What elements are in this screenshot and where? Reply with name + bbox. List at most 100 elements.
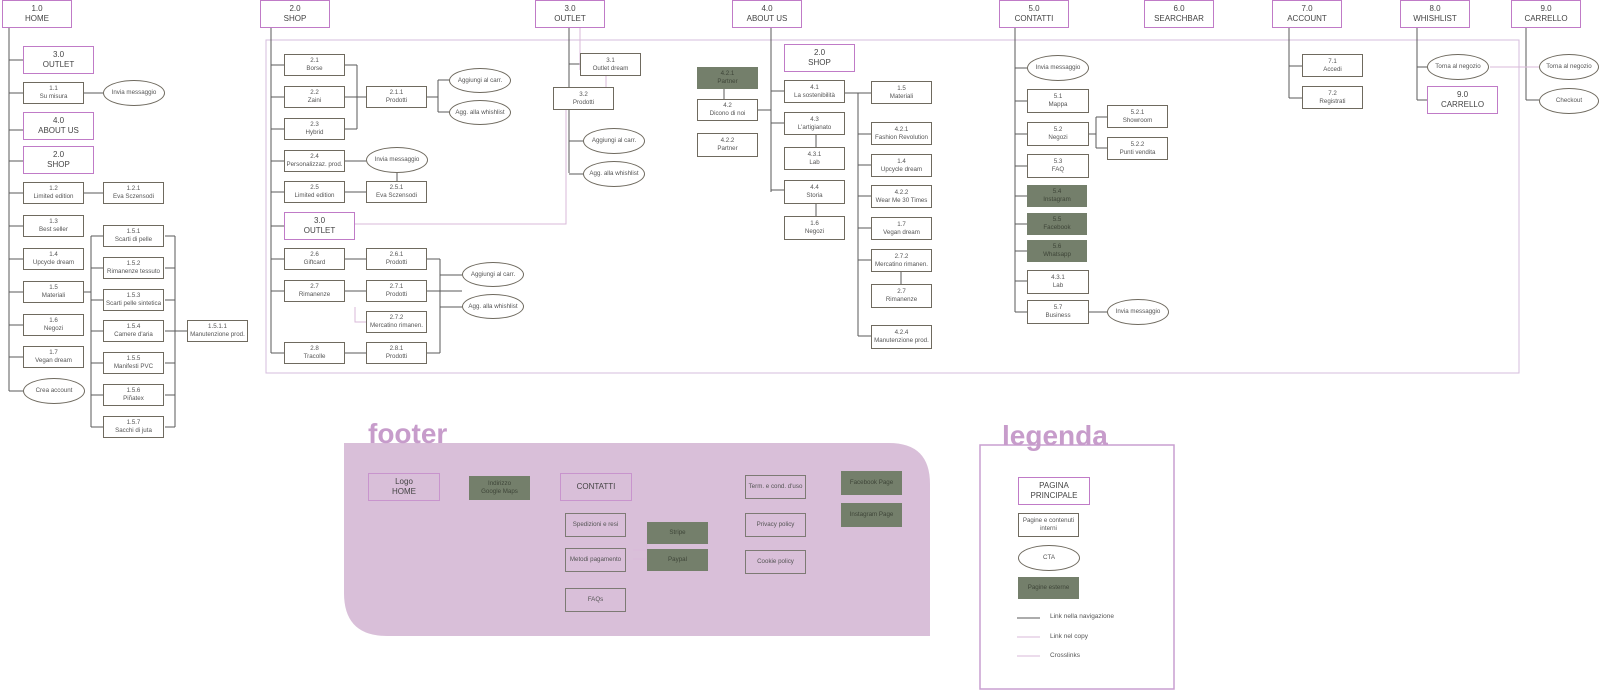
shop-aggiungi-carrello-cta[interactable]: Aggiungi al carr.: [449, 68, 511, 93]
outlet-aggiungi-whishlist-cta[interactable]: Agg. alla whishlist: [583, 161, 645, 187]
footer-paypal[interactable]: Paypal: [647, 549, 708, 571]
footer-cookie[interactable]: Cookie policy: [745, 550, 806, 574]
footer-instagram-page[interactable]: Instagram Page: [841, 503, 902, 527]
whishlist-torna-negozio-cta[interactable]: Torna al negozio: [1427, 54, 1489, 80]
home-crea-account-cta[interactable]: Crea account: [23, 378, 85, 404]
shop-aggiungi-carrello-cta-2[interactable]: Aggiungi al carr.: [462, 262, 524, 287]
footer-stripe[interactable]: Stripe: [647, 522, 708, 544]
footer-spedizioni[interactable]: Spedizioni e resi: [565, 513, 626, 537]
footer-metodi-pagamento[interactable]: Metodi pagamento: [565, 548, 626, 572]
carrello-checkout-cta[interactable]: Checkout: [1539, 88, 1599, 114]
home-invia-messaggio-cta[interactable]: Invia messaggio: [103, 80, 165, 106]
footer-privacy[interactable]: Privacy policy: [745, 513, 806, 537]
outlet-aggiungi-carrello-cta[interactable]: Aggiungi al carr.: [583, 128, 645, 154]
footer-faqs[interactable]: FAQs: [565, 588, 626, 612]
contatti-invia-messaggio-cta-2[interactable]: Invia messaggio: [1107, 299, 1169, 325]
shop-invia-messaggio-cta[interactable]: Invia messaggio: [366, 147, 428, 173]
footer-facebook-page[interactable]: Facebook Page: [841, 471, 902, 495]
contatti-invia-messaggio-cta[interactable]: Invia messaggio: [1027, 55, 1089, 81]
carrello-torna-negozio-cta[interactable]: Torna al negozio: [1539, 54, 1599, 80]
footer-termini[interactable]: Term. e cond. d'uso: [745, 475, 806, 499]
shop-aggiungi-whishlist-cta[interactable]: Agg. alla whishlist: [449, 100, 511, 125]
footer-contatti[interactable]: CONTATTI: [560, 473, 632, 501]
shop-aggiungi-whishlist-cta-2[interactable]: Agg. alla whishlist: [462, 294, 524, 319]
